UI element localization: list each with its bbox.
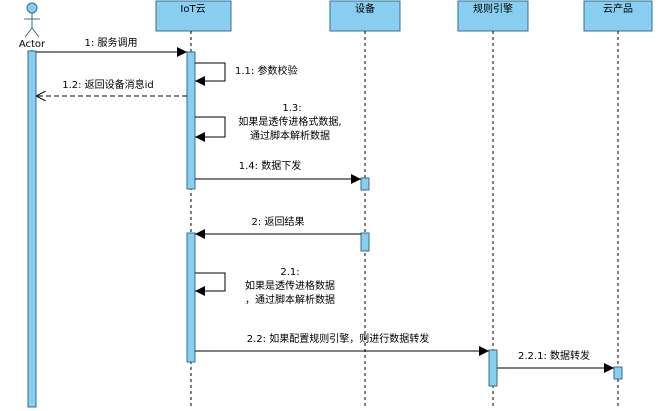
message-1-1: 1.1: 参数校验 [195, 62, 297, 86]
message-1-label: 1: 服务调用 [85, 36, 138, 49]
participant-rules-label: 规则引擎 [473, 2, 513, 15]
message-1: 1: 服务调用 [36, 36, 187, 57]
activation-rules [488, 349, 498, 387]
message-2-1-arrow [195, 272, 226, 296]
activation-actor [27, 50, 37, 408]
message-1-3-arrow [195, 116, 226, 142]
message-2-2-label: 2.2: 如果配置规则引擎，则进行数据转发 [247, 332, 429, 345]
participant-rules: 规则引擎 [457, 0, 529, 32]
activation-iot-2 [186, 232, 196, 363]
message-2-1: 2.1: 如果是透传进格数据 ，通过脚本解析数据 [195, 267, 335, 306]
message-2-1-line-3: ，通过脚本解析数据 [245, 293, 335, 306]
message-2-1-line-2: 如果是透传进格数据 [245, 279, 335, 292]
message-2-label: 2: 返回结果 [252, 215, 305, 228]
participant-iot-label: IoT云 [180, 4, 205, 15]
actor-icon [24, 2, 40, 38]
message-2-1-line-1: 2.1: [280, 267, 299, 278]
message-2: 2: 返回结果 [195, 215, 361, 239]
message-1-3-line-1: 1.3: [282, 103, 301, 114]
message-2-2-1: 2.2.1: 数据转发 [497, 349, 614, 373]
message-1-4-label: 1.4: 数据下发 [239, 159, 301, 172]
participant-device-label: 设备 [355, 2, 375, 15]
participant-iot: IoT云 [155, 0, 232, 32]
message-1-1-arrow [195, 62, 226, 86]
message-1-2: 1.2: 返回设备消息id [36, 78, 187, 96]
message-1-3-line-2: 如果是透传进格式数据, [238, 115, 341, 128]
message-1-3-line-3: 通过脚本解析数据 [250, 129, 330, 142]
message-1-2-label: 1.2: 返回设备消息id [62, 78, 154, 91]
message-2-2-1-label: 2.2.1: 数据转发 [518, 349, 590, 362]
actor-label: Actor [19, 39, 46, 50]
activation-device-1 [360, 177, 370, 191]
actor-participant: Actor [19, 2, 46, 50]
activation-iot-1 [186, 51, 196, 190]
participant-device: 设备 [329, 0, 401, 32]
message-1-4: 1.4: 数据下发 [195, 159, 361, 184]
participant-cloud: 云产品 [583, 0, 653, 32]
message-1-1-label: 1.1: 参数校验 [235, 64, 297, 77]
activation-device-2 [360, 232, 370, 252]
participant-cloud-label: 云产品 [603, 2, 633, 15]
activation-cloud [613, 366, 623, 380]
message-2-2: 2.2: 如果配置规则引擎，则进行数据转发 [195, 332, 489, 356]
message-1-3: 1.3: 如果是透传进格式数据, 通过脚本解析数据 [195, 103, 342, 142]
